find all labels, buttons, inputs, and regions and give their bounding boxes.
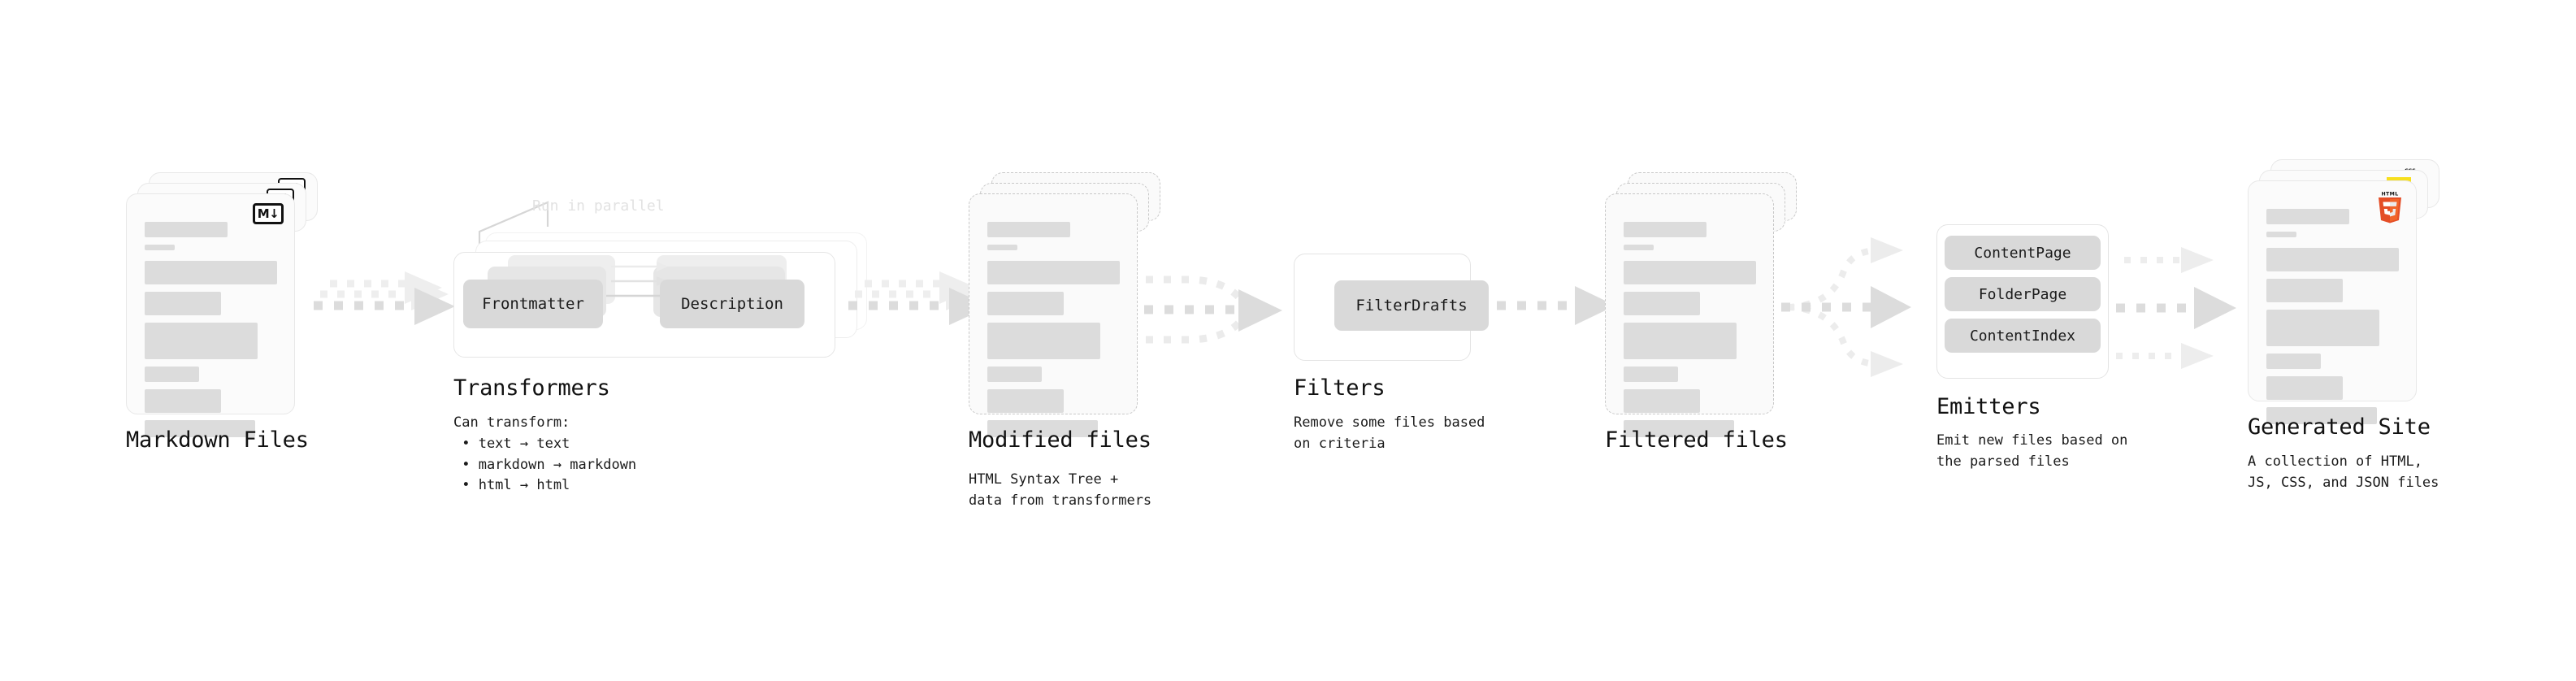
connector-emitters-to-site bbox=[2116, 247, 2236, 369]
transformer-chip-description[interactable]: Description bbox=[660, 280, 804, 328]
modified-file-card-front bbox=[969, 193, 1138, 437]
connector-markdown-to-transformers bbox=[314, 271, 455, 325]
document-placeholder-lines bbox=[145, 222, 281, 437]
stage-caption-filters: Remove some files based on criteria bbox=[1294, 414, 1485, 452]
filtered-file-card-front bbox=[1605, 193, 1774, 437]
stage-caption-generated-site: A collection of HTML, JS, CSS, and JSON … bbox=[2248, 453, 2439, 491]
emitter-chip-folderpage[interactable]: FolderPage bbox=[1945, 277, 2101, 311]
stage-caption-modified-files: HTML Syntax Tree + data from transformer… bbox=[969, 471, 1152, 509]
markdown-file-card-front: M↓ bbox=[126, 193, 295, 437]
connector-filtered-to-emitters bbox=[1781, 237, 1911, 377]
connector-transformers-to-modified bbox=[848, 271, 990, 325]
markdown-icon: M↓ bbox=[253, 203, 284, 224]
stage-title-generated-site: Generated Site bbox=[2248, 414, 2431, 440]
stage-title-filtered-files: Filtered files bbox=[1605, 427, 1788, 453]
document-placeholder-lines bbox=[987, 222, 1124, 437]
html5-icon: HTML bbox=[2379, 192, 2401, 223]
document-placeholder-lines bbox=[1624, 222, 1760, 437]
site-file-card-html: HTML bbox=[2248, 180, 2417, 424]
run-in-parallel-bracket bbox=[478, 201, 549, 245]
svg-text:HTML: HTML bbox=[2381, 192, 2398, 197]
document-placeholder-lines bbox=[2266, 209, 2403, 424]
filter-chip-filterdrafts[interactable]: FilterDrafts bbox=[1334, 280, 1489, 331]
connector-modified-to-filters bbox=[1144, 275, 1282, 344]
connector-filters-to-filtered bbox=[1497, 286, 1615, 325]
stage-caption-transformers: Can transform: • text → text • markdown … bbox=[453, 414, 637, 494]
run-in-parallel-label: Run in parallel bbox=[532, 197, 665, 215]
stage-title-modified-files: Modified files bbox=[969, 427, 1151, 453]
emitter-chip-contentindex[interactable]: ContentIndex bbox=[1945, 319, 2101, 353]
stage-title-filters: Filters bbox=[1294, 375, 1386, 401]
stage-caption-emitters: Emit new files based on the parsed files bbox=[1936, 432, 2128, 470]
stage-title-transformers: Transformers bbox=[453, 375, 610, 401]
emitter-chip-contentpage[interactable]: ContentPage bbox=[1945, 236, 2101, 270]
transformer-chip-frontmatter[interactable]: Frontmatter bbox=[463, 280, 603, 328]
stage-title-markdown-files: Markdown Files bbox=[126, 427, 309, 453]
stage-title-emitters: Emitters bbox=[1936, 394, 2041, 419]
